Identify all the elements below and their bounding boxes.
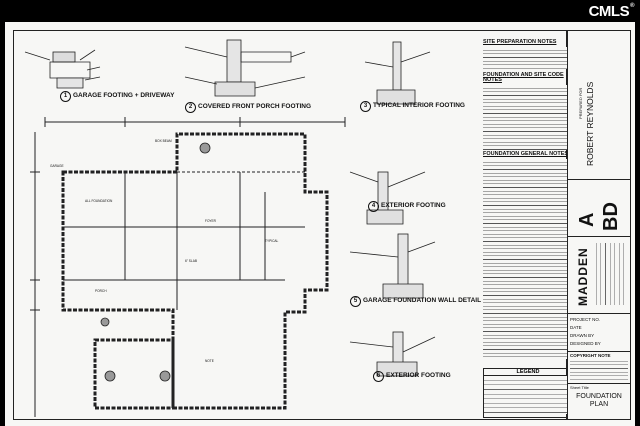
sheet-title: FOUNDATION PLAN [576,393,622,408]
designed-label: DESIGNED BY [570,341,601,346]
legend-title: LEGEND [484,369,572,376]
svg-text:BOX BEAM: BOX BEAM [155,139,172,143]
legend-box: LEGEND [483,368,573,418]
date-label: DATE [570,325,582,330]
copyright-note: COPYRIGHT NOTE [570,353,628,380]
firm-address [592,243,626,305]
svg-text:NOTE: NOTE [205,359,214,363]
detail-1-sketch [24,49,101,89]
firm-bd-mark: BD [600,202,622,231]
firm-a-mark: A [576,212,598,227]
title-block: PREPARED FOR ROBERT REYNOLDS A BD MADDEN… [567,30,631,420]
svg-text:PORCH: PORCH [95,289,107,293]
foundation-general-notes: FOUNDATION GENERAL NOTES [483,151,571,359]
svg-text:FOYER: FOYER [205,219,217,223]
detail-4-sketch [349,171,426,225]
prepared-for-label: PREPARED FOR [578,87,583,119]
svg-text:GARAGE: GARAGE [50,164,64,168]
project-label: PROJECT NO. [570,317,601,322]
client-name: ROBERT REYNOLDS [585,81,595,166]
watermark-logo: CMLS® [588,3,635,20]
firm-name: MADDEN [576,247,590,306]
foundation-plan [30,117,346,417]
foundation-general-title: FOUNDATION GENERAL NOTES [483,151,569,157]
sheet-label: Sheet Title [570,385,589,390]
detail-3-sketch [364,41,431,105]
svg-text:ALL FOUNDATION: ALL FOUNDATION [85,199,113,203]
drawing-sheet: GARAGE FOYER ALL FOUNDATION TYPICAL 6" SLA… [5,22,635,426]
site-prep-title: SITE PREPARATION NOTES [483,39,557,45]
detail-5-sketch [349,233,436,299]
foundation-site-title: FOUNDATION AND SITE CODE NOTES [483,72,564,83]
detail-2-sketch [184,39,306,97]
foundation-drawing: GARAGE FOYER ALL FOUNDATION TYPICAL 6" SLA… [24,39,436,417]
drawn-label: DRAWN BY [570,333,595,338]
detail-6-sketch [349,331,436,377]
svg-text:TYPICAL: TYPICAL [265,239,279,243]
svg-text:6" SLAB: 6" SLAB [185,259,197,263]
site-prep-notes: SITE PREPARATION NOTES FOUNDATION AND SI… [483,39,571,150]
